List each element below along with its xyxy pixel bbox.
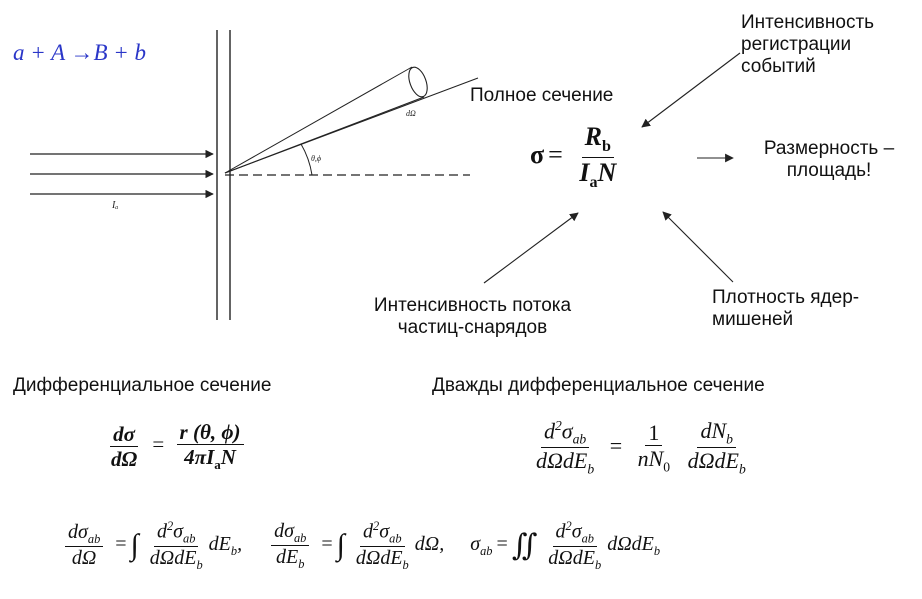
solid-angle-label: dΩ: [406, 109, 416, 118]
solid-angle-opening: [408, 66, 428, 98]
label-dimension: Размерность – площадь!: [763, 138, 895, 181]
arrow-to-numerator: [641, 52, 741, 128]
label-flux: Интенсивность потока частиц-снарядов: [373, 295, 572, 338]
label-double-differential: Дважды дифференциальное сечение: [432, 375, 765, 396]
label-event-rate: Интенсивность регистрации событий: [741, 12, 875, 77]
label-target-density: Плотность ядер-мишеней: [712, 287, 860, 330]
beam-label: Iₐ: [111, 200, 118, 211]
arrow-to-flux: [483, 212, 579, 284]
scattering-schematic: Iₐ dΩ θ,ϕ: [30, 30, 479, 320]
label-total-cross-section: Полное сечение: [470, 85, 614, 106]
cone-edge: [224, 96, 425, 174]
angle-arc: [300, 143, 313, 176]
cone-edge: [224, 66, 413, 174]
annotation-arrows: [483, 52, 741, 284]
arrow-to-target-density: [662, 211, 734, 283]
label-differential: Дифференциальное сечение: [13, 375, 272, 396]
angle-label: θ,ϕ: [311, 154, 321, 163]
reaction-equation: a + A →B + b: [13, 40, 147, 65]
